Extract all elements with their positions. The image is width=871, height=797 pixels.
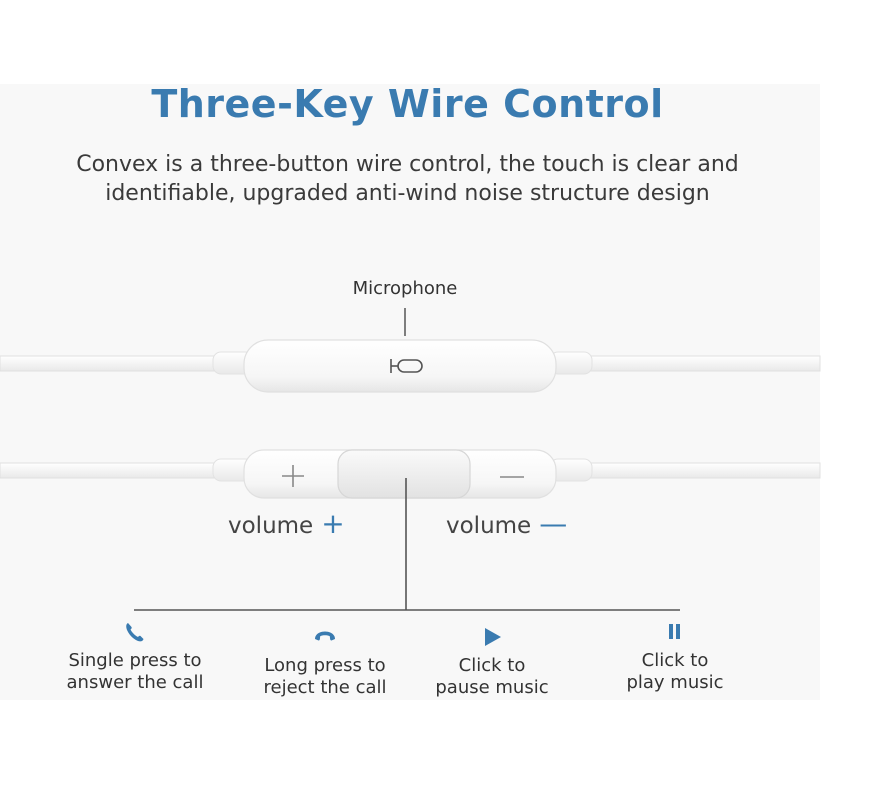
right-cable-bottom: [559, 462, 821, 479]
action-leader-lines: [134, 478, 680, 611]
action-answer-line-1: Single press to: [68, 650, 202, 671]
action-play-line-2: play music: [626, 672, 724, 693]
left-cable-bottom: [0, 462, 241, 479]
action-play-line-1: Click to: [641, 650, 709, 671]
action-reject-line-2: reject the call: [263, 677, 387, 698]
volume-down-text: volume: [446, 513, 532, 539]
action-pause-music: Click to pause music: [397, 625, 587, 699]
left-cable-top: [0, 355, 241, 372]
volume-up-sign: +: [321, 507, 345, 540]
phone-hangup-icon: [315, 631, 335, 641]
center-play-button: [337, 449, 471, 499]
plus-icon: [282, 465, 304, 487]
action-answer-call: Single press to answer the call: [40, 620, 230, 694]
subtitle-line-1: Convex is a three-button wire control, t…: [76, 152, 739, 177]
volume-down-label: volume —: [446, 507, 567, 540]
microphone-body: [243, 339, 557, 393]
action-answer-line-2: answer the call: [66, 672, 204, 693]
right-cable-top: [559, 355, 821, 372]
action-reject-call: Long press to reject the call: [230, 625, 420, 699]
action-reject-line-1: Long press to: [264, 655, 386, 676]
volume-remote: [0, 449, 821, 499]
subtitle: Convex is a three-button wire control, t…: [0, 150, 815, 208]
subtitle-line-2: identifiable, upgraded anti-wind noise s…: [105, 181, 710, 206]
volume-up-text: volume: [228, 513, 314, 539]
microphone-icon: [390, 359, 423, 373]
volume-down-sign: —: [539, 507, 568, 540]
play-icon: [485, 628, 501, 646]
action-play-music: Click to play music: [580, 620, 770, 694]
microphone-label: Microphone: [352, 278, 458, 299]
action-pause-line-1: Click to: [458, 655, 526, 676]
action-pause-line-2: pause music: [435, 677, 549, 698]
pause-icon: [669, 624, 680, 639]
page-title: Three-Key Wire Control: [151, 82, 664, 126]
phone-answer-icon: [126, 623, 144, 642]
microphone-remote: [0, 339, 821, 393]
volume-up-label: volume +: [228, 507, 345, 540]
